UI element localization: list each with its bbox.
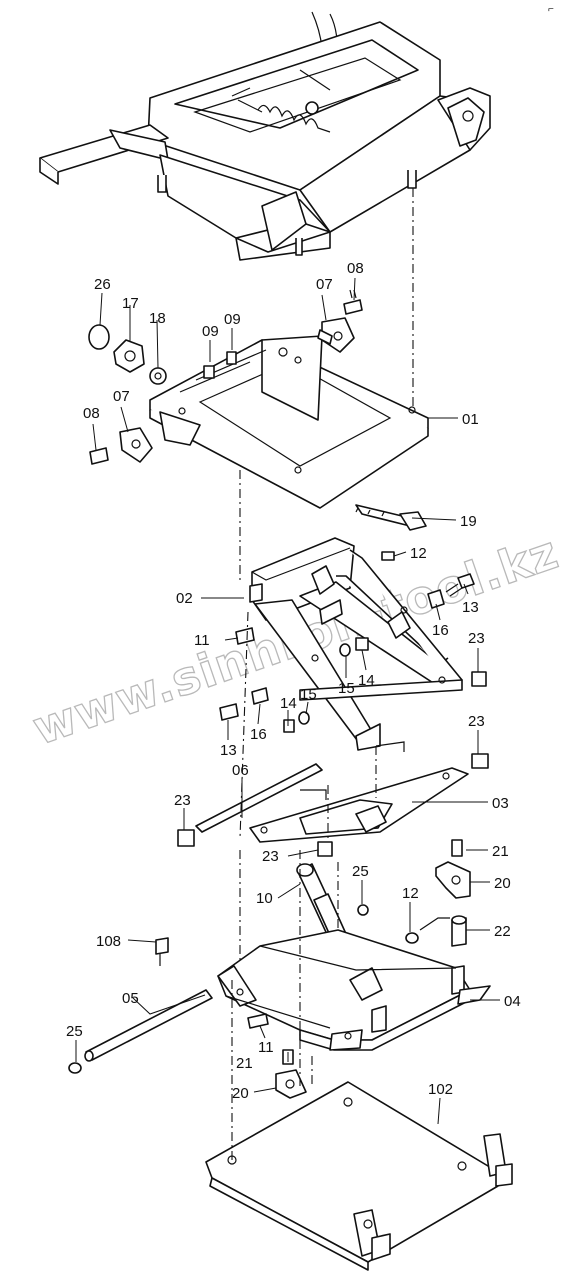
collar-23-left-lower: [177, 829, 195, 847]
callout-19: 19: [460, 513, 477, 530]
seat-slide-assembly: [39, 11, 491, 261]
nut-25-middle: [357, 904, 369, 916]
callout-labels: 01 02 03 04 05 06 07 07 08 08 09 09 10 1…: [66, 260, 521, 1102]
callout-23-right-upper: 23: [468, 630, 485, 647]
bolt-11-left: [235, 627, 255, 645]
rod-06: [195, 763, 323, 833]
cap-26: [88, 324, 110, 350]
bolt-13-right: [445, 573, 475, 597]
callout-08-left: 08: [83, 405, 100, 422]
upper-frame-01: [149, 335, 429, 509]
callout-15-left: 15: [300, 686, 317, 703]
shaft-05: [84, 989, 213, 1062]
washer-15-left: [298, 711, 310, 725]
callout-102: 102: [428, 1081, 453, 1098]
callout-25-left: 25: [66, 1023, 83, 1040]
callout-10: 10: [256, 890, 273, 907]
collar-23-right-middle: [471, 753, 489, 769]
callout-16-right: 16: [432, 622, 449, 639]
leader-lines: [75, 277, 500, 1125]
alignment-lines: [231, 188, 450, 1160]
collar-09-b: [226, 351, 237, 365]
callout-16-left: 16: [250, 726, 267, 743]
bushing-18: [149, 367, 167, 385]
callout-14-right: 14: [358, 672, 375, 689]
callout-22: 22: [494, 923, 511, 940]
callout-09-a: 09: [202, 323, 219, 340]
callout-08-right: 08: [347, 260, 364, 277]
callout-07-right: 07: [316, 276, 333, 293]
callout-14-left: 14: [280, 695, 297, 712]
callout-09-b: 09: [224, 311, 241, 328]
collar-23-middle-lower: [317, 841, 333, 857]
lever-19: [355, 504, 427, 531]
callout-20-left: 20: [232, 1085, 249, 1102]
nut-12-lower: [405, 932, 419, 944]
callout-03: 03: [492, 795, 509, 812]
bolt-21-right: [451, 839, 463, 857]
bolt-08-right: [343, 289, 363, 315]
nut-14-right: [355, 637, 369, 651]
callout-11-lower: 11: [258, 1039, 274, 1056]
callout-17: 17: [122, 295, 139, 312]
washer-15-right: [339, 643, 351, 657]
callout-06: 06: [232, 762, 249, 779]
nut-12-upper: [381, 551, 395, 561]
base-plate-102: [205, 1081, 513, 1271]
callout-21-right: 21: [492, 843, 509, 860]
callout-11-upper: 11: [194, 632, 210, 649]
callout-12-lower: 12: [402, 885, 419, 902]
collar-09-a: [203, 365, 215, 379]
bracket-20-right: [435, 861, 471, 899]
pivot-plate-07-right: [317, 317, 355, 353]
nut-25-left: [68, 1062, 82, 1074]
base-frame-04: [217, 929, 491, 1051]
nut-14-left: [283, 719, 295, 733]
callout-23-middle: 23: [262, 848, 279, 865]
corner-mark: ⌐: [548, 4, 554, 15]
callout-23-left: 23: [174, 792, 191, 809]
adjustment-spring: [231, 69, 331, 133]
callout-26: 26: [94, 276, 111, 293]
callout-21-left: 21: [236, 1055, 253, 1072]
bolt-08-left: [89, 447, 109, 465]
bolt-108: [155, 937, 169, 966]
pin-11-lower: [247, 1013, 269, 1029]
callout-07-left: 07: [113, 388, 130, 405]
callout-12-upper: 12: [410, 545, 427, 562]
bolt-13-left: [219, 703, 239, 721]
knob-17: [113, 339, 145, 373]
callout-13-right: 13: [462, 599, 479, 616]
callout-18: 18: [149, 310, 166, 327]
callout-13-left: 13: [220, 742, 237, 759]
callout-04: 04: [504, 993, 521, 1010]
callout-05: 05: [122, 990, 139, 1007]
scissor-arm-assembly-02: [249, 537, 463, 751]
callout-25-middle: 25: [352, 863, 369, 880]
callout-15-right: 15: [338, 680, 355, 697]
bushing-22: [451, 915, 467, 947]
callout-108: 108: [96, 933, 121, 950]
callout-01: 01: [462, 411, 479, 428]
bushing-16-left: [251, 687, 269, 705]
lower-link-03: [249, 767, 469, 843]
callout-20-right: 20: [494, 875, 511, 892]
callout-02: 02: [176, 590, 193, 607]
bracket-20-left: [275, 1069, 307, 1099]
collar-23-right-upper: [471, 671, 487, 687]
bushing-16-right: [427, 589, 445, 609]
callout-23-right-middle: 23: [468, 713, 485, 730]
pivot-plate-07-left: [119, 427, 153, 463]
